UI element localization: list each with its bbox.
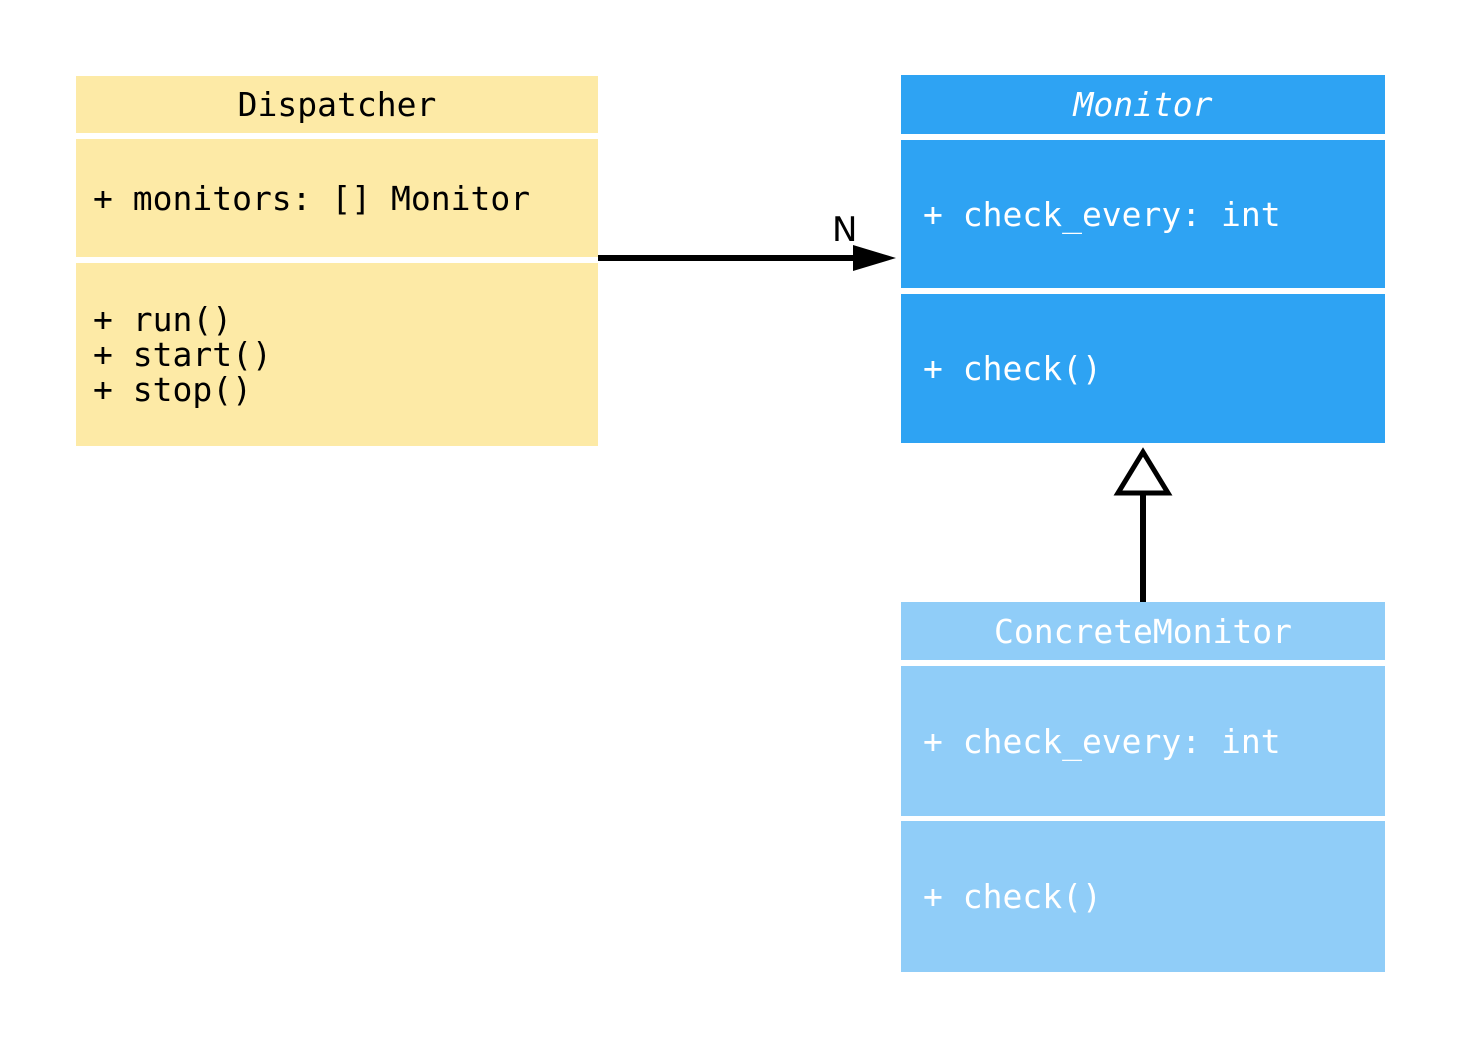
method-line: + run() [93, 300, 233, 339]
class-title-dispatcher: Dispatcher [76, 76, 598, 133]
method-line: + stop() [93, 370, 252, 409]
method-line: + check() [923, 349, 1102, 388]
class-attributes-monitor: + check_every: int [901, 140, 1385, 288]
association-dispatcher-to-monitor: N [598, 210, 896, 271]
method-line: + start() [93, 335, 272, 374]
class-box-dispatcher: Dispatcher + monitors: [] Monitor + run(… [76, 76, 598, 446]
class-name-label: ConcreteMonitor [993, 611, 1292, 651]
method-line: + check() [923, 877, 1102, 916]
class-methods-dispatcher: + run() + start() + stop() [76, 263, 598, 446]
class-box-concretemonitor: ConcreteMonitor + check_every: int + che… [901, 602, 1385, 972]
class-attributes-dispatcher: + monitors: [] Monitor [76, 139, 598, 257]
attribute-line: + check_every: int [923, 194, 1281, 234]
class-methods-concretemonitor: + check() [901, 821, 1385, 972]
class-name-label: Monitor [1073, 85, 1213, 124]
inheritance-concretemonitor-to-monitor [1113, 447, 1173, 603]
attribute-line: + check_every: int [923, 721, 1281, 761]
class-methods-monitor: + check() [901, 294, 1385, 443]
class-name-label: Dispatcher [237, 85, 437, 124]
class-box-monitor: Monitor + check_every: int + check() [901, 75, 1385, 443]
association-multiplicity-label: N [832, 210, 857, 250]
association-arrowhead-icon [853, 245, 896, 271]
class-title-concretemonitor: ConcreteMonitor [901, 602, 1385, 660]
class-attributes-concretemonitor: + check_every: int [901, 666, 1385, 816]
attribute-line: + monitors: [] Monitor [93, 178, 531, 218]
class-title-monitor: Monitor [901, 75, 1385, 134]
inheritance-triangle-icon [1113, 447, 1173, 496]
